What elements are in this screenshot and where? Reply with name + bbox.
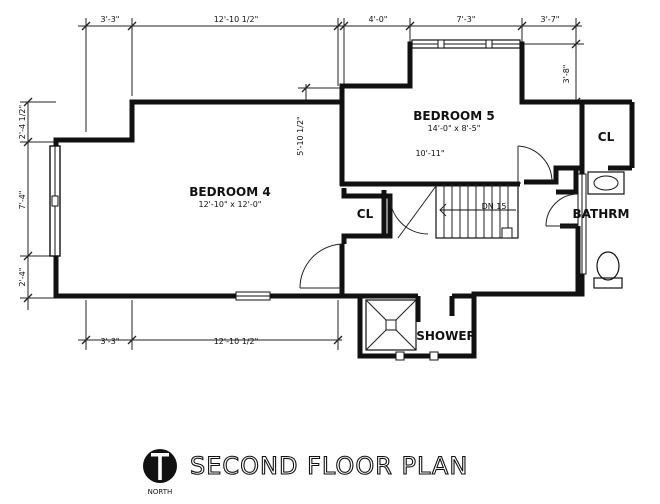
dim-bottom-b: 12'-10 1/2" — [214, 337, 259, 346]
bedroom4-label: BEDROOM 4 — [189, 185, 270, 199]
stairs-label: DN 15 — [482, 202, 507, 211]
plan-title: SECOND FLOOR PLAN — [190, 452, 468, 480]
dim-top-c: 4'-0" — [369, 15, 388, 24]
north-arrow: NORTH — [143, 449, 177, 496]
stairs — [397, 183, 519, 239]
closet-right-label: CL — [598, 130, 615, 144]
closet-left-label: CL — [357, 207, 374, 221]
dim-top-d: 7'-3" — [457, 15, 476, 24]
bathroom-fixtures — [587, 171, 625, 289]
dim-inner-v: 5'-10 1/2" — [296, 116, 305, 155]
bedroom4-size: 12'-10" x 12'-0" — [199, 200, 262, 209]
dim-bottom-a: 3'-3" — [101, 337, 120, 346]
dim-right-v: 3'-8" — [562, 65, 571, 84]
exterior-walls — [49, 39, 587, 361]
dim-top-e: 3'-7" — [541, 15, 560, 24]
dim-top-a: 3'-3" — [101, 15, 120, 24]
shower-label: SHOWER — [416, 329, 476, 343]
shower-stall — [365, 299, 417, 351]
dim-left-c: 2'-4" — [18, 268, 27, 287]
bathroom-label: BATHRM — [573, 207, 630, 221]
dim-left-b: 7'-4" — [18, 191, 27, 210]
bedroom5-label: BEDROOM 5 — [413, 109, 494, 123]
bedroom5-size: 14'-0" x 8'-5" — [428, 124, 481, 133]
dim-left-a: 2'-4 1/2" — [18, 105, 27, 139]
north-label: NORTH — [148, 488, 173, 496]
dim-top-b: 12'-10 1/2" — [214, 15, 259, 24]
door-swings — [299, 145, 579, 289]
dim-inner-h: 10'-11" — [415, 149, 444, 158]
